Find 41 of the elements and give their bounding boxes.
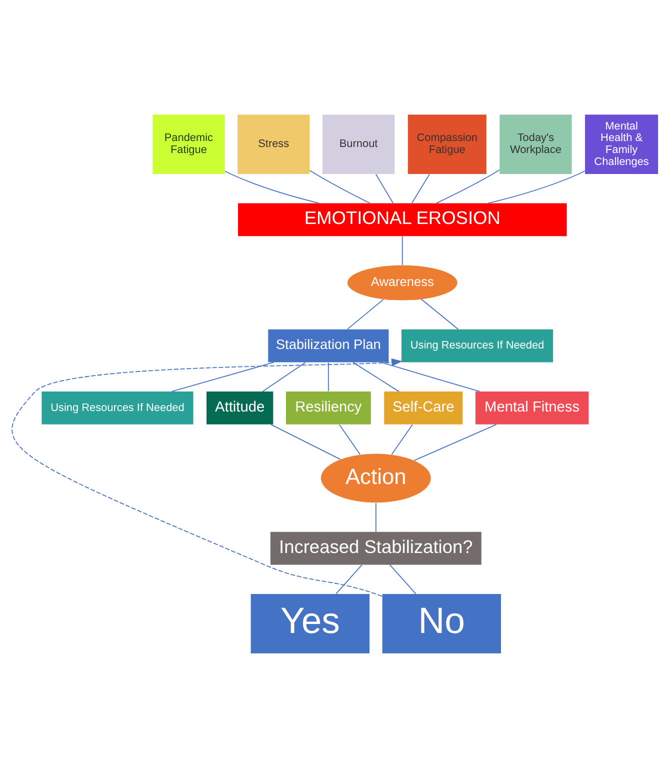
arrow	[12, 358, 403, 597]
node-box: Stress	[238, 114, 310, 174]
connector	[262, 362, 306, 392]
connector	[309, 170, 370, 204]
node-box: Attitude	[206, 392, 274, 424]
node-box: Using Resources If Needed	[42, 392, 194, 424]
node-box: Burnout	[322, 114, 395, 174]
connector	[336, 564, 362, 594]
node-box: Using Resources If Needed	[401, 329, 554, 362]
node-box: Self-Care	[384, 392, 463, 424]
connector	[224, 170, 320, 204]
node-box: Compassion Fatigue	[408, 114, 486, 174]
connector	[328, 362, 329, 392]
connector	[391, 424, 413, 455]
node-box: EMOTIONAL EROSION	[238, 203, 567, 236]
connector	[389, 564, 416, 594]
connector	[414, 424, 497, 461]
node-ellipse: Awareness	[347, 265, 458, 300]
node-box: Increased Stabilization?	[270, 532, 482, 565]
node-box: Stabilization Plan	[268, 329, 389, 362]
connector	[488, 170, 586, 204]
node-box: Mental Health & Family Challenges	[585, 114, 658, 174]
connector	[436, 169, 500, 204]
node-ellipse: Action	[320, 454, 431, 503]
connector	[270, 424, 341, 460]
node-box: No	[382, 594, 501, 654]
connector	[375, 502, 376, 532]
connector	[412, 174, 430, 204]
connector	[420, 298, 459, 330]
connector	[380, 362, 480, 392]
connector	[375, 174, 394, 204]
node-box: Pandemic Fatigue	[152, 114, 225, 174]
connector	[171, 362, 274, 392]
connector	[346, 299, 384, 330]
connector	[352, 362, 400, 392]
node-box: Today's Workplace	[500, 114, 572, 174]
connector	[338, 424, 361, 455]
connector	[402, 236, 403, 266]
node-box: Mental Fitness	[475, 392, 589, 424]
node-box: Resiliency	[286, 392, 371, 424]
node-box: Yes	[250, 594, 370, 654]
